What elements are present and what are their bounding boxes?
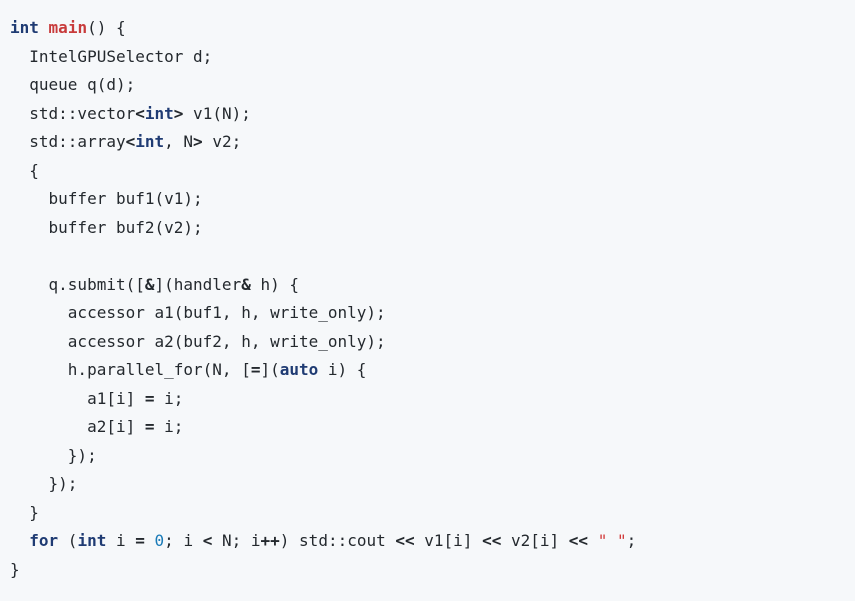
code-line: } [10, 499, 845, 528]
number-token: 0 [154, 531, 165, 550]
code-text: } [10, 559, 20, 579]
operator-token: = [135, 531, 145, 550]
code-text: , N [164, 132, 194, 151]
code-line: buffer buf1(v1); [10, 185, 845, 214]
code-text: i; [154, 417, 184, 436]
operator-token: << [395, 531, 415, 550]
operator-token: & [144, 274, 155, 294]
code-line: accessor a1(buf1, h, write_only); [10, 299, 845, 328]
code-text: { [10, 160, 39, 180]
code-line: }); [10, 442, 845, 471]
code-line: h.parallel_for(N, [=](auto i) { [10, 356, 845, 385]
code-text: ]( [260, 360, 280, 379]
operator-token: > [193, 132, 203, 151]
code-text: ) std::cout [279, 531, 396, 550]
keyword-token: int [77, 531, 107, 550]
operator-token: = [144, 417, 155, 436]
code-listing[interactable]: int main() { IntelGPUSelector d; queue q… [10, 14, 845, 584]
code-line: std::array<int, N> v2; [10, 128, 845, 157]
keyword-token: int [135, 132, 165, 151]
code-line: buffer buf2(v2); [10, 214, 845, 243]
code-text: v1[i] [414, 531, 483, 550]
keyword-token: auto [279, 360, 319, 379]
code-text: i) { [318, 360, 367, 379]
code-text [39, 18, 49, 37]
code-text: a2[i] [10, 417, 145, 436]
code-text: accessor a2(buf2, h, write_only); [10, 331, 386, 351]
code-text: queue q(d); [10, 75, 136, 94]
keyword-token: for [29, 531, 59, 550]
operator-token: < [202, 531, 213, 550]
operator-token: < [135, 103, 145, 123]
operator-token: = [144, 388, 155, 408]
code-line: a1[i] = i; [10, 385, 845, 414]
keyword-token: int [144, 103, 174, 123]
code-text: h) { [250, 274, 300, 294]
code-text: ; i [164, 531, 203, 550]
code-text: buffer buf1(v1); [10, 189, 203, 208]
keyword-token: int [10, 18, 39, 37]
code-text: N; i [212, 531, 261, 550]
code-text: v1(N); [183, 103, 251, 123]
operator-token: = [250, 360, 261, 379]
code-line: } [10, 556, 845, 585]
code-text [145, 531, 155, 550]
code-line: q.submit([&](handler& h) { [10, 271, 845, 300]
operator-token: > [173, 103, 184, 123]
code-text: ; [626, 531, 637, 550]
code-text: accessor a1(buf1, h, write_only); [10, 303, 386, 322]
string-token: " " [597, 531, 627, 550]
code-text: }); [10, 474, 78, 493]
code-line: accessor a2(buf2, h, write_only); [10, 328, 845, 357]
code-text: i; [154, 388, 184, 408]
code-text: q.submit([ [10, 274, 145, 294]
code-line: }); [10, 470, 845, 499]
code-text: () { [87, 18, 126, 37]
operator-token: ++ [260, 531, 280, 550]
code-line: IntelGPUSelector d; [10, 43, 845, 72]
code-text: v2[i] [501, 531, 569, 550]
code-text [588, 531, 598, 550]
operator-token: < [125, 132, 136, 151]
code-line [10, 242, 845, 271]
function-name-token: main [48, 18, 88, 37]
code-line: int main() { [10, 14, 845, 43]
code-line: a2[i] = i; [10, 413, 845, 442]
code-text: a1[i] [10, 388, 145, 408]
code-text: buffer buf2(v2); [10, 217, 203, 237]
code-line: { [10, 157, 845, 186]
code-text: std::array [10, 132, 126, 151]
code-text: }); [10, 445, 97, 465]
code-text [10, 531, 29, 550]
operator-token: & [241, 274, 251, 294]
code-text: std::vector [10, 103, 136, 123]
code-line: queue q(d); [10, 71, 845, 100]
code-line: for (int i = 0; i < N; i++) std::cout <<… [10, 527, 845, 556]
code-text: ](handler [154, 274, 242, 294]
operator-token: << [568, 531, 589, 550]
code-text: h.parallel_for(N, [ [10, 360, 251, 379]
code-text: i [106, 531, 136, 550]
code-text: } [10, 502, 39, 522]
code-text: ( [58, 531, 78, 550]
code-text: v2; [202, 132, 242, 151]
operator-token: << [482, 531, 502, 550]
code-text: IntelGPUSelector d; [10, 46, 213, 66]
code-line: std::vector<int> v1(N); [10, 100, 845, 129]
